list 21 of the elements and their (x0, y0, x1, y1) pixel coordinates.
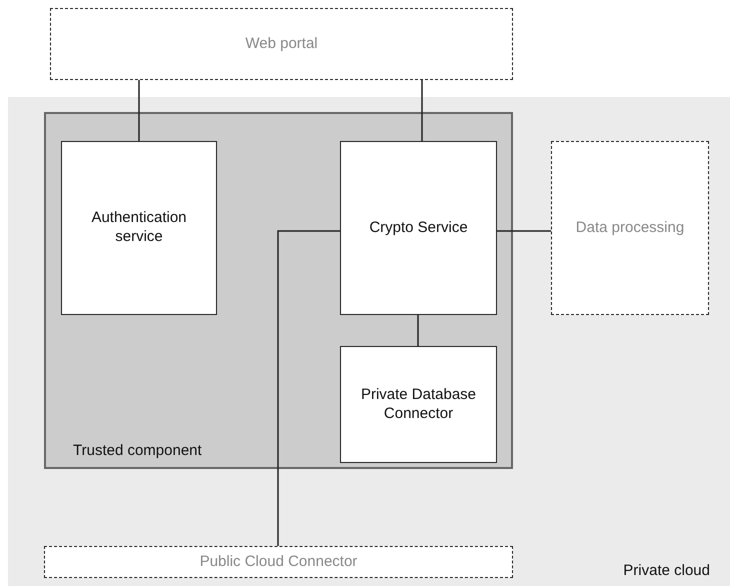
connector-line (138, 80, 140, 141)
connector-line (421, 80, 423, 141)
zone-background (8, 97, 730, 586)
group-label: Private cloud (623, 562, 710, 581)
service-box (340, 141, 497, 315)
box-label: Data processing (576, 218, 684, 238)
group-box (44, 112, 513, 469)
service-box (61, 141, 217, 315)
dashed-box (551, 141, 709, 315)
connector-line (277, 230, 340, 546)
box-label: Web portal (245, 34, 318, 54)
service-box (340, 346, 497, 463)
connector-line (497, 230, 551, 232)
box-label: Public Cloud Connector (200, 552, 358, 572)
dashed-box (50, 8, 513, 80)
dashed-box (44, 546, 513, 578)
group-label: Trusted component (73, 442, 202, 461)
connector-line (417, 315, 419, 346)
box-label: Crypto Service (369, 218, 468, 238)
box-label: Private Database Connector (360, 386, 478, 424)
box-label: Authentication service (90, 209, 188, 247)
